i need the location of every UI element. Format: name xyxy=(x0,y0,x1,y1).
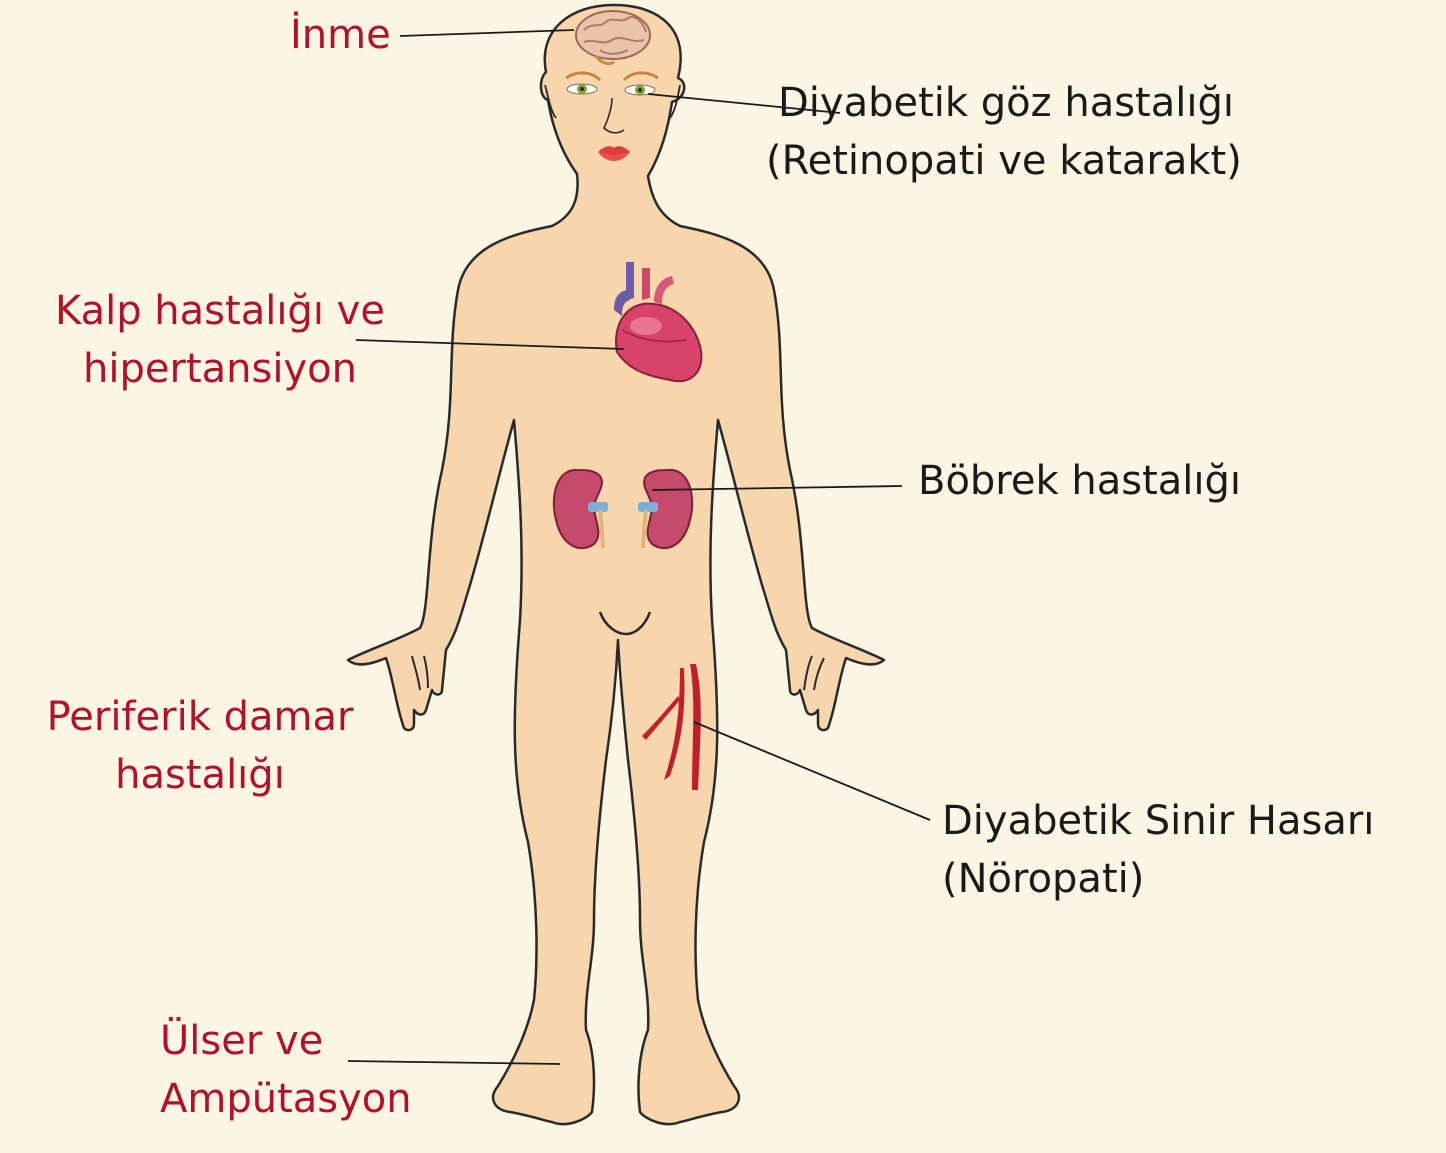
label-ulcer-line2: Ampütasyon xyxy=(160,1074,412,1124)
label-nerve-line2: (Nöropati) xyxy=(942,854,1144,904)
label-kidney: Böbrek hastalığı xyxy=(918,456,1241,506)
label-stroke: İnme xyxy=(290,10,391,60)
label-heart-line1: Kalp hastalığı ve xyxy=(30,286,410,336)
label-ulcer-line1: Ülser ve xyxy=(160,1016,323,1066)
label-pad-line2: hastalığı xyxy=(10,750,390,800)
label-heart-line2: hipertansiyon xyxy=(30,344,410,394)
label-eye-line1: Diyabetik göz hastalığı xyxy=(778,78,1234,128)
label-pad-line1: Periferik damar xyxy=(10,692,390,742)
label-eye-line2: (Retinopati ve katarakt) xyxy=(766,136,1242,186)
label-nerve-line1: Diyabetik Sinir Hasarı xyxy=(942,796,1374,846)
